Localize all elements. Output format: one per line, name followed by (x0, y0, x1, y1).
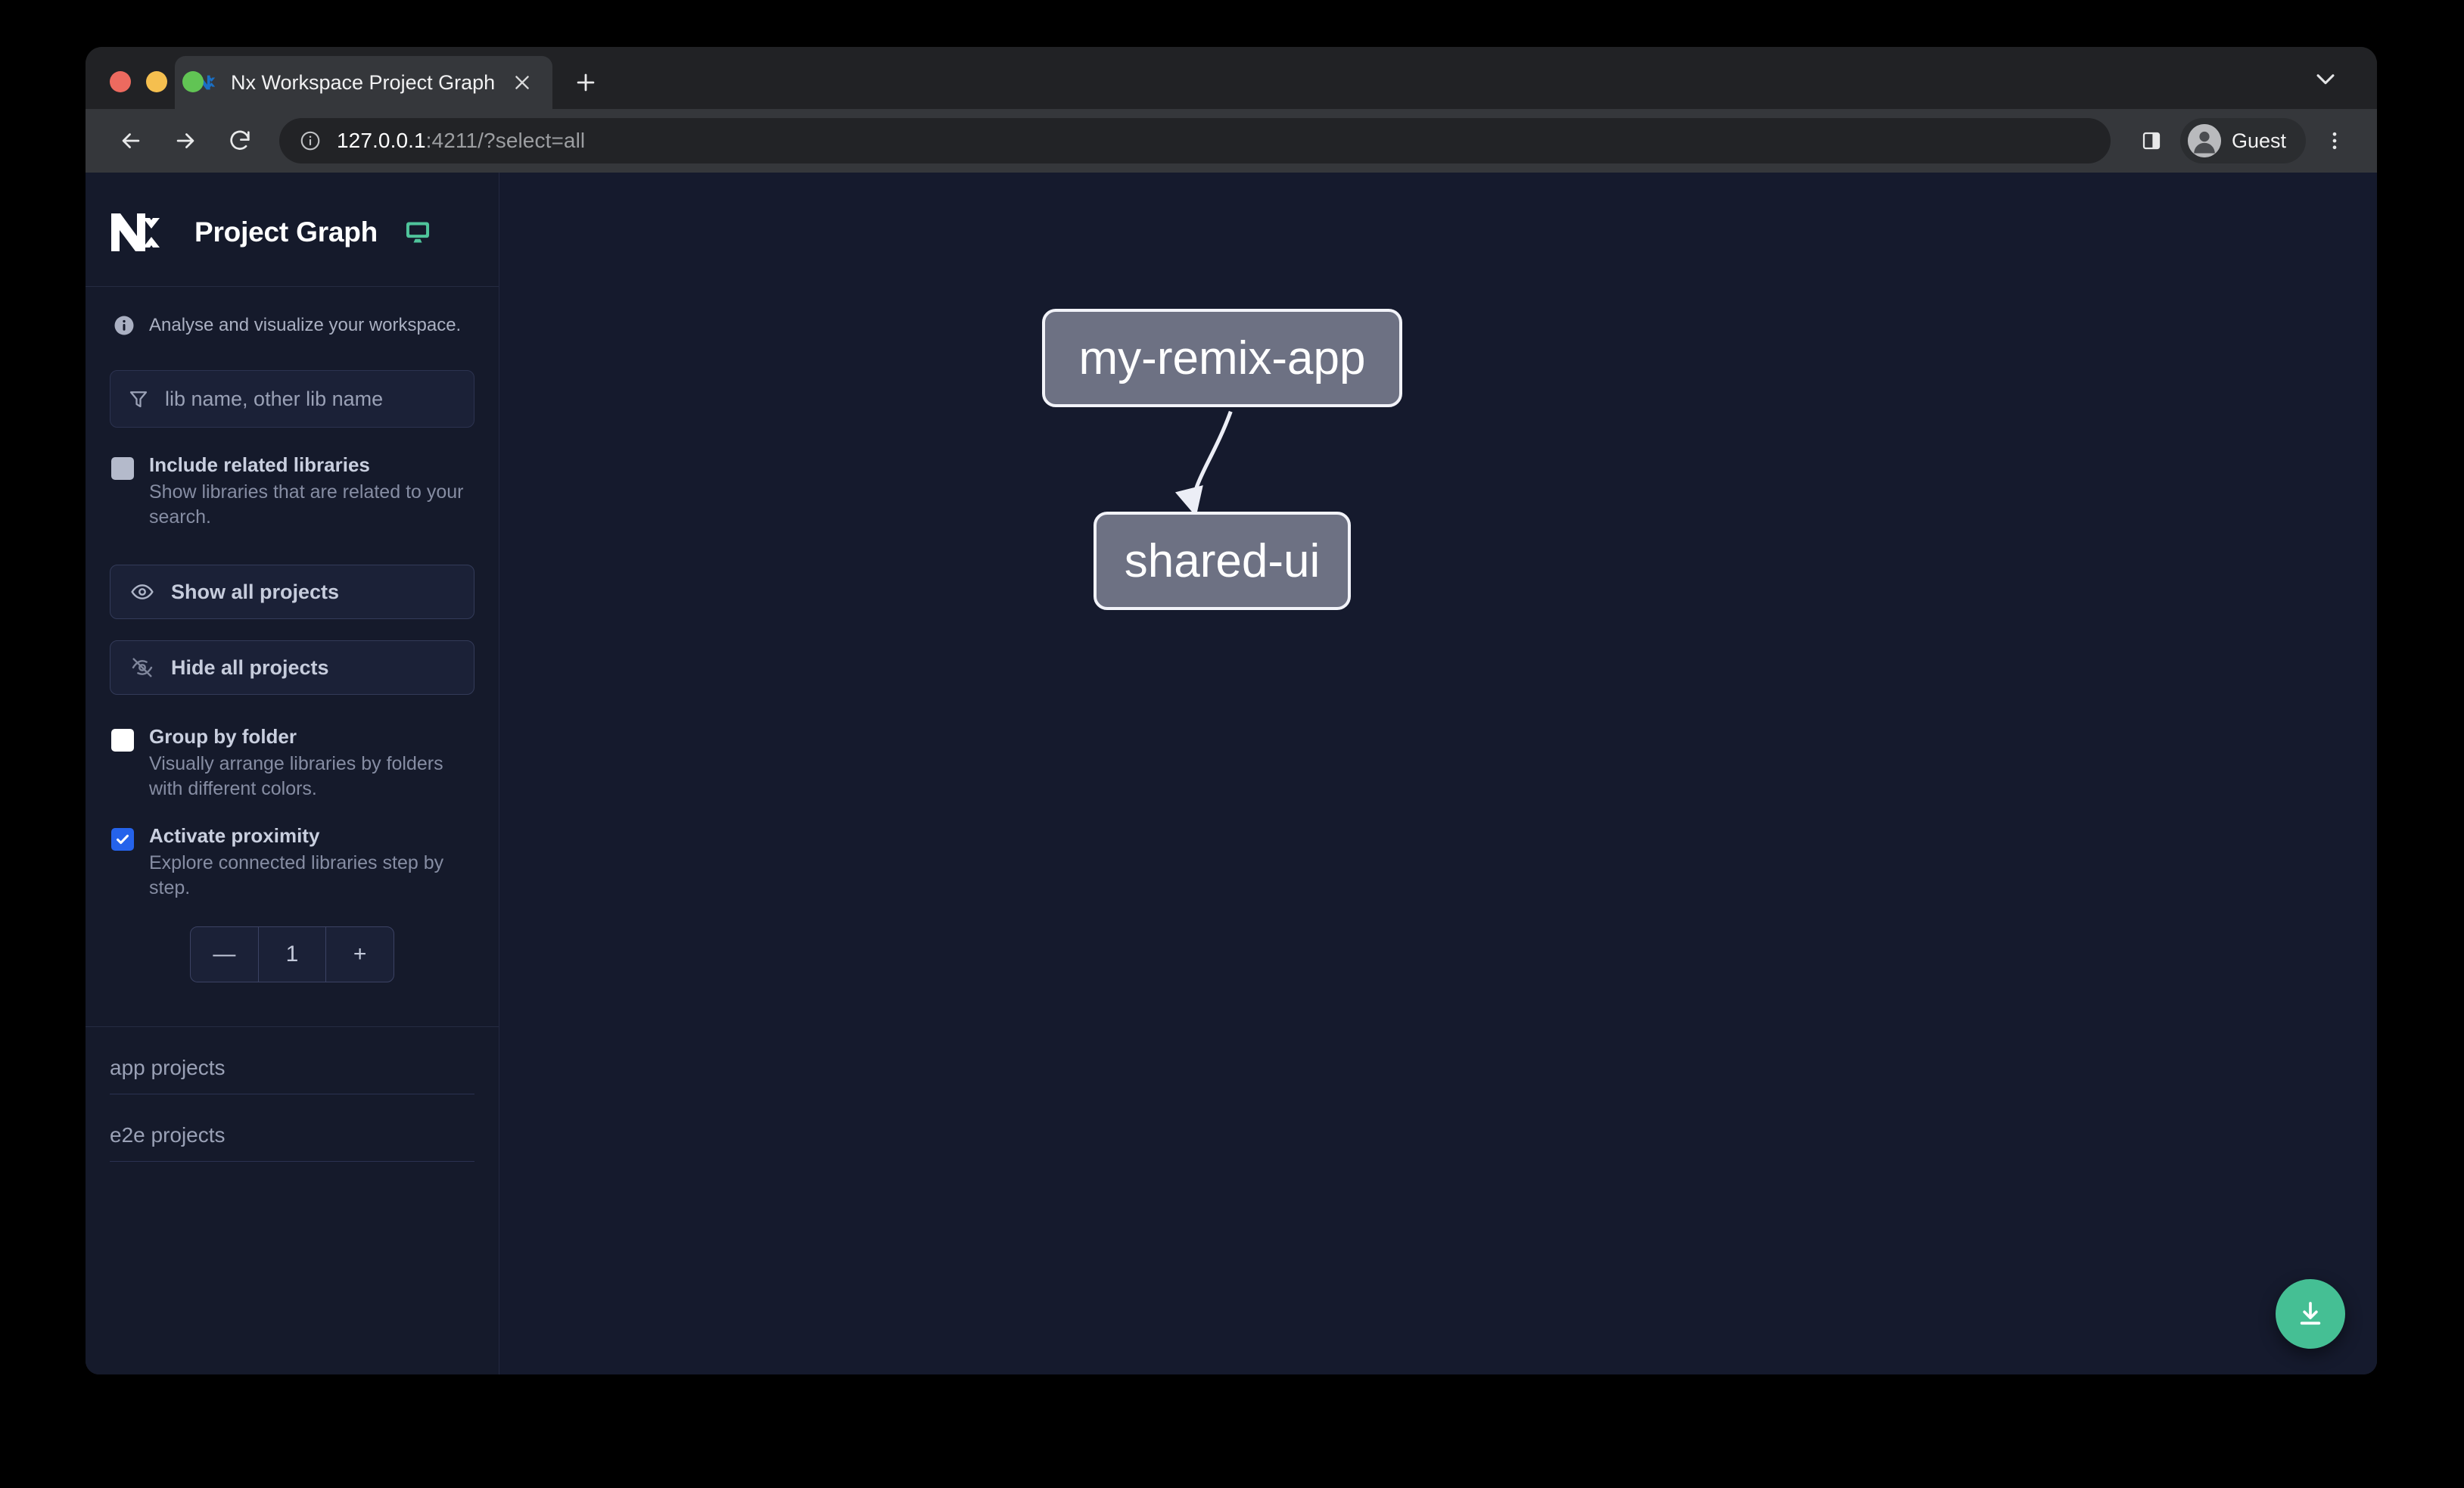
nx-logo-icon (110, 212, 172, 253)
option-include-related-libraries[interactable]: Include related libraries Show libraries… (86, 428, 499, 530)
chevron-down-icon[interactable] (2309, 62, 2342, 95)
option-label: Group by folder (149, 725, 297, 748)
browser-tab[interactable]: Nx Workspace Project Graph (175, 56, 553, 109)
project-graph-canvas[interactable]: my-remix-app shared-ui (499, 173, 2377, 1374)
button-label: Hide all projects (171, 655, 329, 679)
side-panel-icon[interactable] (2129, 118, 2174, 163)
funnel-icon (127, 388, 150, 410)
option-group-by-folder[interactable]: Group by folder Visually arrange librari… (86, 695, 499, 802)
info-circle-icon[interactable] (299, 129, 322, 152)
maximize-window-button[interactable] (182, 71, 204, 92)
search-input[interactable]: lib name, other lib name (110, 370, 474, 428)
stepper-decrement-button[interactable]: — (213, 942, 236, 967)
option-description: Visually arrange libraries by folders wi… (149, 753, 443, 799)
section-label: app projects (110, 1056, 226, 1079)
arrow-right-icon[interactable] (161, 117, 210, 165)
new-tab-button[interactable] (565, 61, 607, 104)
url-path: :4211/?select=all (425, 129, 586, 152)
kebab-menu-icon[interactable] (2312, 118, 2357, 163)
browser-window: Nx Workspace Project Graph (86, 47, 2377, 1374)
stepper-value: 1 (257, 927, 326, 982)
tab-strip: Nx Workspace Project Graph (86, 47, 2377, 109)
eye-icon (130, 580, 154, 604)
reload-icon[interactable] (216, 117, 264, 165)
monitor-icon[interactable] (403, 218, 432, 247)
graph-node[interactable]: my-remix-app (1042, 309, 1402, 407)
url-text: 127.0.0.1:4211/?select=all (337, 129, 585, 153)
show-all-projects-button[interactable]: Show all projects (110, 565, 474, 619)
option-label: Activate proximity (149, 824, 320, 847)
brand-header: Project Graph (86, 173, 499, 287)
sidebar: Project Graph Analy (86, 173, 499, 1374)
eye-off-icon (130, 655, 154, 680)
close-window-button[interactable] (110, 71, 131, 92)
window-controls (110, 71, 204, 92)
section-app-projects[interactable]: app projects (110, 1027, 474, 1094)
page-title: Project Graph (194, 216, 378, 247)
close-icon[interactable] (509, 69, 536, 96)
profile-name: Guest (2231, 129, 2286, 152)
arrow-left-icon[interactable] (107, 117, 155, 165)
section-label: e2e projects (110, 1123, 226, 1147)
workspace-hint-text: Analyse and visualize your workspace. (149, 315, 462, 335)
option-activate-proximity[interactable]: Activate proximity Explore connected lib… (86, 802, 499, 901)
url-host: 127.0.0.1 (337, 129, 426, 152)
checkbox[interactable] (111, 828, 134, 851)
browser-toolbar: 127.0.0.1:4211/?select=all Guest (86, 109, 2377, 173)
search-placeholder: lib name, other lib name (165, 387, 384, 410)
option-description: Show libraries that are related to your … (149, 481, 464, 528)
hide-all-projects-button[interactable]: Hide all projects (110, 640, 474, 695)
checkbox[interactable] (111, 729, 134, 752)
workspace-hint: Analyse and visualize your workspace. (86, 287, 499, 337)
profile-button[interactable]: Guest (2179, 118, 2306, 163)
project-sections: app projects e2e projects (86, 1026, 499, 1162)
proximity-stepper[interactable]: — 1 + (190, 926, 394, 982)
info-icon (113, 314, 135, 337)
section-e2e-projects[interactable]: e2e projects (110, 1094, 474, 1162)
address-bar[interactable]: 127.0.0.1:4211/?select=all (279, 118, 2111, 163)
option-description: Explore connected libraries step by step… (149, 852, 444, 898)
download-icon (2294, 1298, 2326, 1330)
checkbox[interactable] (111, 457, 134, 480)
minimize-window-button[interactable] (146, 71, 167, 92)
graph-edges (1174, 410, 1233, 517)
page-content: Project Graph Analy (86, 173, 2377, 1374)
option-label: Include related libraries (149, 453, 370, 476)
button-label: Show all projects (171, 580, 340, 603)
tab-title: Nx Workspace Project Graph (231, 70, 496, 94)
person-icon (2187, 124, 2221, 157)
graph-node[interactable]: shared-ui (1094, 512, 1351, 610)
download-image-button[interactable] (2276, 1279, 2345, 1349)
stepper-increment-button[interactable]: + (325, 927, 394, 982)
